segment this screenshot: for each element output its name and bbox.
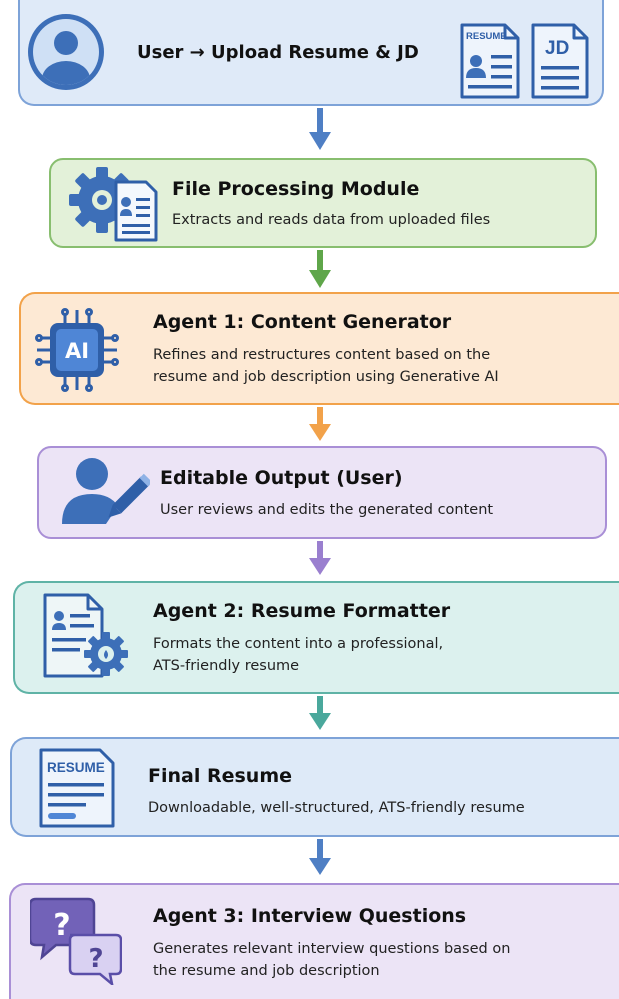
arrow-1 [308, 108, 332, 156]
step-agent-2 [13, 581, 619, 694]
arrow-2 [308, 250, 332, 294]
step-agent-2-title: Agent 2: Resume Formatter [153, 600, 451, 622]
step-editable-output-desc: User reviews and edits the generated con… [160, 502, 494, 518]
ai-chip-label: AI [65, 339, 89, 363]
step-agent-1-desc-line-2: resume and job description using Generat… [153, 369, 499, 385]
final-resume-document-icon: RESUME [38, 747, 116, 833]
step-user-upload-title: User → Upload Resume & JD [137, 42, 419, 63]
step-agent-3-title: Agent 3: Interview Questions [153, 905, 467, 927]
step-agent-1-title: Agent 1: Content Generator [153, 311, 452, 333]
ai-chip-icon: AI [35, 308, 119, 396]
step-final-resume-title: Final Resume [148, 765, 293, 787]
step-file-processing-desc: Extracts and reads data from uploaded fi… [172, 212, 491, 228]
question-bubbles-icon: ? ? [28, 895, 123, 989]
user-avatar-icon [26, 12, 106, 96]
document-gear-icon [42, 592, 134, 684]
question-mark-2: ? [88, 944, 103, 974]
arrow-6 [308, 839, 332, 881]
step-editable-output-title: Editable Output (User) [160, 467, 403, 489]
resume-doc-label: RESUME [466, 31, 507, 42]
step-agent-2-desc-line-2: ATS-friendly resume [153, 658, 300, 674]
step-agent-1-desc-line-1: Refines and restructures content based o… [153, 347, 491, 363]
arrow-4 [308, 541, 332, 581]
step-agent-2-desc-line-1: Formats the content into a professional, [153, 636, 444, 652]
step-final-resume-desc: Downloadable, well-structured, ATS-frien… [148, 800, 525, 816]
jd-document-icon: JD [530, 22, 590, 104]
step-agent-3-desc-line-2: the resume and job description [153, 963, 380, 979]
step-file-processing-title: File Processing Module [172, 178, 420, 200]
step-agent-3-desc-line-1: Generates relevant interview questions b… [153, 941, 511, 957]
final-resume-doc-label: RESUME [47, 760, 105, 775]
step-agent-1 [19, 292, 619, 405]
jd-doc-label: JD [545, 38, 569, 59]
arrow-3 [308, 407, 332, 447]
user-edit-icon [58, 452, 153, 536]
resume-document-icon: RESUME [459, 22, 521, 104]
question-mark-1: ? [53, 908, 70, 943]
gear-document-icon [66, 166, 166, 246]
arrow-5 [308, 696, 332, 736]
